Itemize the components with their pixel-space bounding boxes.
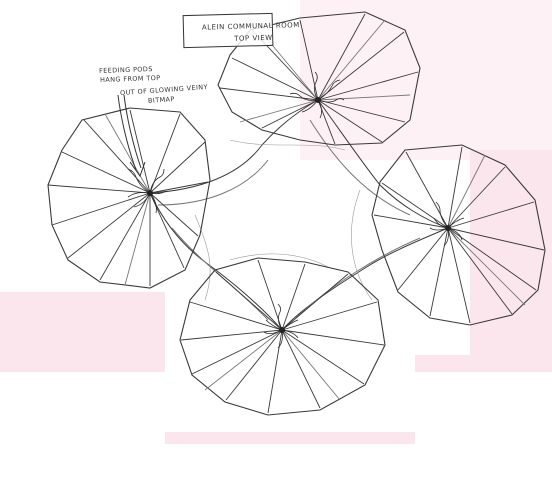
title-label-box: ALEIN COMMUNAL ROOM TOP VIEW (182, 12, 300, 49)
paper-tint-left (0, 292, 165, 372)
feeding-pod-top (217, 11, 421, 146)
title-line-2: TOP VIEW (234, 33, 273, 43)
feeding-pod-right (371, 144, 546, 326)
glowing-veins (127, 71, 465, 349)
feeding-pod-bottom (179, 257, 386, 416)
feeding-pod-left (47, 107, 211, 289)
pod-hubs (147, 97, 451, 333)
paper-tint-bottom-strip (165, 432, 415, 444)
paper-tint-bottom-right (415, 355, 552, 372)
central-chamber (149, 99, 449, 331)
paper-tint-right (470, 150, 552, 372)
annotation-arrow (117, 94, 146, 178)
